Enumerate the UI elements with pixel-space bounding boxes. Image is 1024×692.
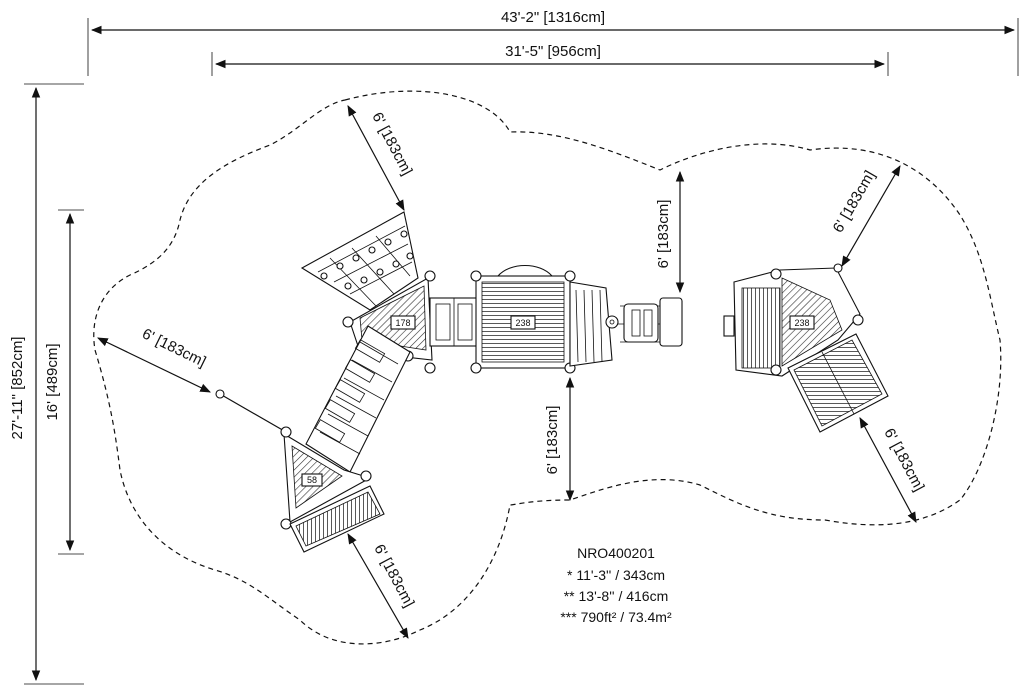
clearance-left-label: 6' [183cm]	[139, 325, 208, 370]
inner-width-label: 31'-5" [956cm]	[505, 43, 601, 60]
clearance-right-upper: 6' [183cm]	[830, 165, 901, 267]
model-height-1: * 11'-3'' / 343cm	[567, 567, 665, 583]
clearance-bottom-left-label: 6' [183cm]	[370, 542, 417, 611]
clearance-top-center-label: 6' [183cm]	[655, 200, 672, 269]
overall-depth-label: 27'-11" [852cm]	[9, 337, 26, 440]
cargo-net	[300, 211, 419, 311]
deck-left-lower: 58	[280, 426, 372, 530]
clearance-center-lower: 6' [183cm]	[544, 376, 575, 502]
dimension-inner-width: 31'-5" [956cm]	[211, 43, 889, 76]
bridge-panel	[429, 297, 479, 347]
clearance-right-upper-label: 6' [183cm]	[830, 168, 879, 236]
deck-center: 238	[470, 265, 576, 374]
clearance-top-center: 6' [183cm]	[655, 170, 685, 294]
model-notes: NRO400201 * 11'-3'' / 343cm ** 13'-8'' /…	[560, 545, 672, 625]
clearance-left: 6' [183cm]	[97, 325, 211, 393]
overall-width-label: 43'-2" [1316cm]	[501, 9, 605, 26]
clearance-center-lower-label: 6' [183cm]	[544, 406, 561, 475]
clearance-top-left-label: 6' [183cm]	[368, 110, 415, 179]
stairs-left-lower	[289, 485, 385, 553]
rope-line-left	[215, 389, 287, 433]
inner-depth-label: 16' [489cm]	[44, 343, 61, 420]
clearance-right-lower-label: 6' [183cm]	[880, 426, 927, 495]
slide-left	[305, 325, 411, 473]
deck-right-label: 238	[794, 318, 809, 328]
dimension-inner-depth: 16' [489cm]	[44, 209, 84, 555]
center-roof	[569, 281, 613, 367]
clearance-bottom-left: 6' [183cm]	[347, 533, 418, 639]
dimension-overall-width: 43'-2" [1316cm]	[87, 9, 1019, 76]
steering-element	[605, 297, 683, 347]
deck-left-lower-label: 58	[307, 475, 317, 485]
dimension-overall-depth: 27'-11" [852cm]	[9, 83, 84, 685]
model-code: NRO400201	[577, 545, 655, 561]
deck-left-upper-label: 178	[395, 318, 410, 328]
deck-right: 238	[723, 263, 864, 377]
safety-zone-outline	[93, 90, 1002, 645]
model-area: *** 790ft² / 73.4m²	[560, 609, 672, 625]
deck-center-label: 238	[515, 318, 530, 328]
clearance-right-lower: 6' [183cm]	[859, 417, 928, 523]
clearance-top-left: 6' [183cm]	[347, 105, 416, 211]
stairs-right	[787, 333, 889, 433]
model-height-2: ** 13'-8'' / 416cm	[564, 588, 669, 604]
